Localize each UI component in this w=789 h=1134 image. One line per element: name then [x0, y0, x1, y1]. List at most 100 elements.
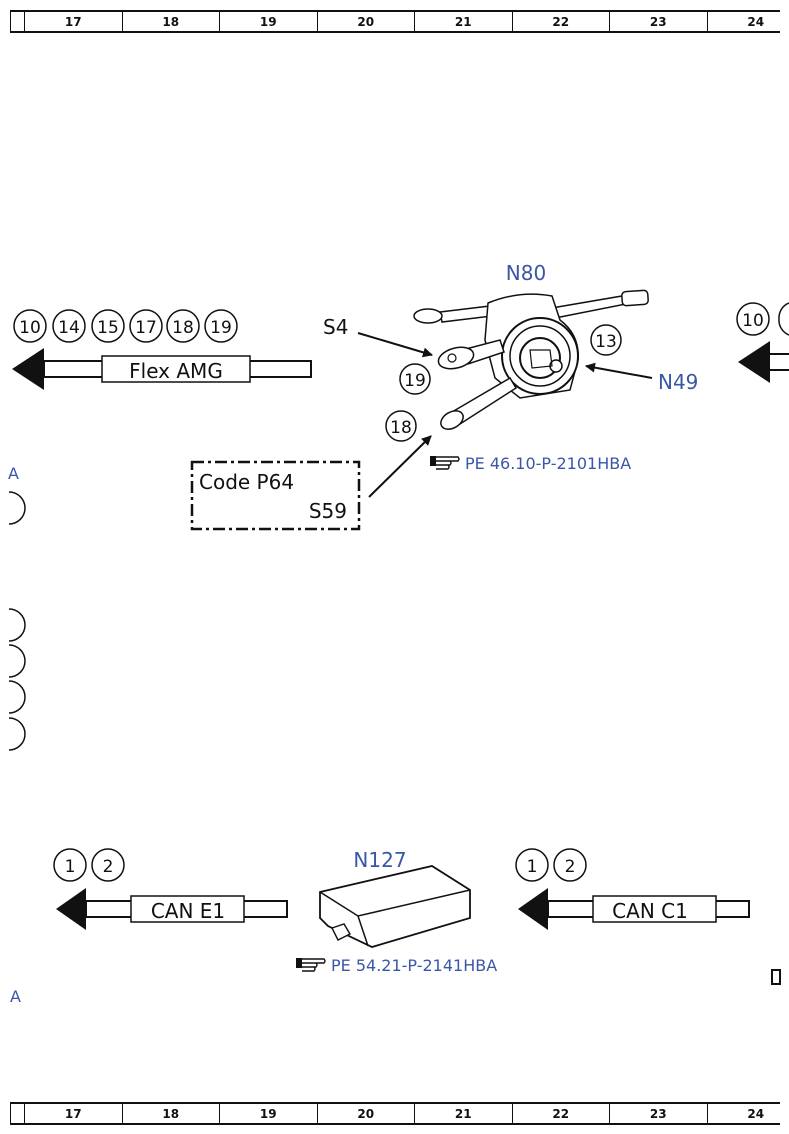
pin-number: 2 — [565, 857, 576, 877]
pin-circle-partial — [778, 302, 789, 336]
pin-circle — [553, 848, 587, 882]
connector-label-box — [592, 895, 717, 923]
callout-number: 13 — [595, 332, 617, 352]
ruler-col: 21 — [414, 12, 512, 31]
combination-switch-illustration[interactable] — [413, 289, 649, 433]
stalk-tip — [621, 289, 649, 307]
ruler-lead-cell — [10, 1104, 24, 1123]
column-ruler-bottom: 17 18 19 20 21 22 23 24 — [10, 1102, 780, 1125]
pin-circle-partial — [8, 717, 26, 751]
connector-arrow-icon — [518, 888, 548, 930]
ruler-col: 18 — [121, 1104, 220, 1123]
ruler-col: 22 — [511, 12, 610, 31]
pin-number: 15 — [97, 318, 119, 338]
ruler-col: 24 — [706, 12, 789, 31]
stalk-tip — [413, 308, 443, 324]
pin-circle-partial — [8, 680, 26, 714]
pin-circle — [736, 302, 770, 336]
hub-spline — [529, 349, 553, 369]
pin-circle-partial — [8, 491, 26, 525]
connector-label-box — [130, 895, 245, 923]
flex-amg-connector[interactable]: Flex AMG — [12, 348, 312, 390]
pin-circle — [204, 309, 238, 343]
pin-circle — [515, 848, 549, 882]
pin-circle-partial — [8, 608, 26, 642]
pointing-hand-icon — [430, 456, 460, 470]
component-code-s4: S4 — [323, 315, 348, 339]
stalk — [439, 305, 493, 323]
ruler-col: 24 — [706, 1104, 789, 1123]
pin-number: 17 — [135, 318, 157, 338]
reference-pointer-n80[interactable]: PE 46.10-P-2101HBA — [430, 454, 631, 473]
right-edge-connector: 10 — [736, 302, 789, 383]
reference-link[interactable]: PE 46.10-P-2101HBA — [465, 454, 631, 473]
callout-number: 19 — [404, 371, 426, 391]
edge-letter: A — [10, 987, 21, 1006]
ruler-col: 19 — [219, 1104, 317, 1123]
connector-label-box — [101, 355, 251, 383]
pin-number: 1 — [527, 857, 538, 877]
connector-label: Flex AMG — [129, 359, 223, 383]
pin-number: 18 — [172, 318, 194, 338]
pin-number: 10 — [19, 318, 41, 338]
connector-arrow-icon — [738, 341, 770, 383]
flex-amg-pin-callouts: 10 14 15 17 18 19 — [13, 309, 238, 343]
can-c1-connector[interactable]: CAN C1 — [518, 888, 750, 930]
connector-label: CAN C1 — [612, 899, 688, 923]
ruler-col: 17 — [24, 1104, 122, 1123]
ruler-col: 19 — [219, 12, 317, 31]
code-label: Code P64 — [199, 470, 294, 494]
clock-spring-inner — [509, 325, 571, 387]
pin-number: 10 — [742, 311, 764, 331]
ruler-col: 20 — [316, 1104, 415, 1123]
stalk-button — [447, 353, 457, 363]
optional-code-box: Code P64 S59 — [190, 460, 361, 531]
reference-pointer-n127[interactable]: PE 54.21-P-2141HBA — [296, 956, 497, 975]
component-code-s59: S59 — [309, 499, 347, 523]
mounting-tab — [331, 923, 351, 941]
pointer-arrow — [357, 332, 433, 358]
pin-number: 2 — [103, 857, 114, 877]
pin-circle — [13, 309, 47, 343]
pin-circle — [166, 309, 200, 343]
component-code-n80: N80 — [506, 261, 546, 285]
left-edge-marks: A A — [8, 464, 781, 1006]
pin-circle-partial — [8, 644, 26, 678]
pointing-hand-icon — [296, 958, 326, 972]
ruler-col: 18 — [121, 12, 220, 31]
pin-circle — [52, 309, 86, 343]
callout-circle — [399, 363, 431, 395]
can-e1-connector[interactable]: CAN E1 — [56, 888, 288, 930]
module-body — [319, 865, 471, 948]
connector-arrow-icon — [12, 348, 44, 390]
ruler-col: 23 — [609, 1104, 707, 1123]
pointer-arrow — [368, 435, 432, 498]
ruler-col: 22 — [511, 1104, 610, 1123]
pointer-arrow — [585, 362, 653, 379]
stalk-tip — [440, 410, 464, 430]
edge-connector-stub — [771, 969, 781, 985]
pin-circle — [53, 848, 87, 882]
connector-arrow-icon — [56, 888, 86, 930]
module-edge — [357, 915, 369, 947]
edge-letter: A — [8, 464, 19, 483]
callout-circle — [590, 324, 622, 356]
ruler-col: 20 — [316, 12, 415, 31]
component-code-n127: N127 — [353, 848, 406, 872]
pin-number: 19 — [210, 318, 232, 338]
connector-label: CAN E1 — [151, 899, 225, 923]
pin-circle — [129, 309, 163, 343]
callout-circle — [385, 410, 417, 442]
ruler-col: 23 — [609, 12, 707, 31]
pin-circle — [91, 848, 125, 882]
pin-number: 14 — [58, 318, 80, 338]
reference-link[interactable]: PE 54.21-P-2141HBA — [331, 956, 497, 975]
control-unit-illustration[interactable] — [319, 865, 471, 948]
column-ruler-top: 17 18 19 20 21 22 23 24 — [10, 10, 780, 33]
pin-number: 1 — [65, 857, 76, 877]
component-code-n49: N49 — [658, 370, 698, 394]
ruler-lead-cell — [10, 12, 24, 31]
dash-dot-border — [190, 460, 361, 531]
ruler-col: 21 — [414, 1104, 512, 1123]
